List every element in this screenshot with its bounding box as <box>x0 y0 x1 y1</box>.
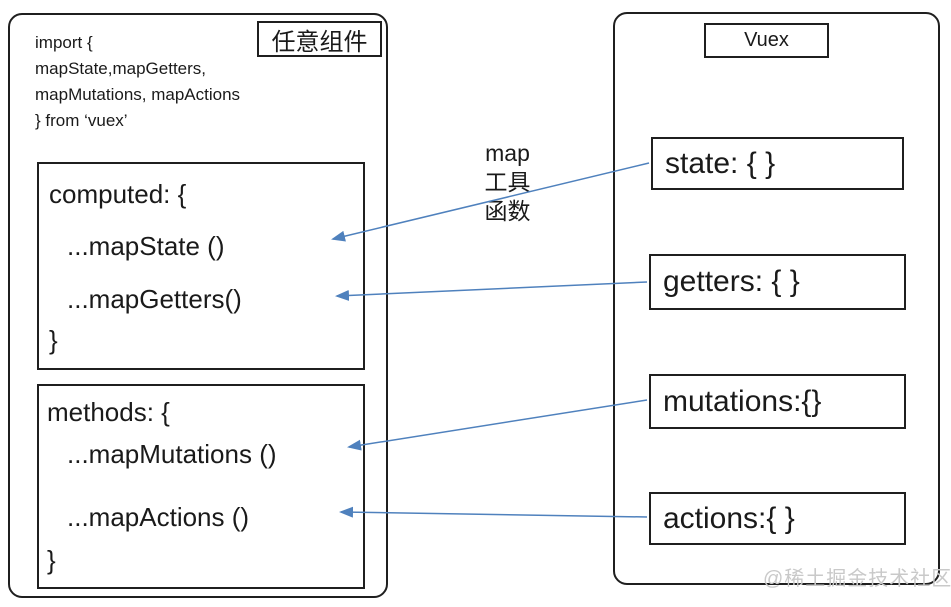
vuex-panel: Vuex state: { } getters: { } mutations:{… <box>613 12 940 585</box>
map-mutations-line: ...mapMutations () <box>67 439 277 469</box>
vuex-title-box: Vuex <box>704 23 829 58</box>
mutations-label: mutations:{} <box>663 384 822 418</box>
computed-box: computed: { ...mapState () ...mapGetters… <box>37 162 365 370</box>
import-line: mapMutations, mapActions <box>35 85 241 104</box>
arrow-mutations-to-mapmutations <box>347 399 648 451</box>
computed-footer: } <box>49 325 58 355</box>
component-panel: 任意组件 import { mapState,mapGetters, mapMu… <box>8 13 388 598</box>
import-line: mapState,mapGetters, <box>35 59 207 78</box>
vuex-title-label: Vuex <box>744 29 789 51</box>
actions-label: actions:{ } <box>663 501 795 535</box>
map-getters-line: ...mapGetters() <box>67 284 242 314</box>
methods-footer: } <box>47 545 56 575</box>
state-box: state: { } <box>651 137 904 190</box>
map-utils-label-line: map <box>485 140 530 166</box>
computed-header: computed: { <box>49 179 187 209</box>
map-utils-label: map 工具 函数 <box>450 139 565 226</box>
watermark: @稀土掘金技术社区 <box>763 568 951 590</box>
import-statement: import { mapState,mapGetters, mapMutatio… <box>35 30 240 134</box>
map-actions-line: ...mapActions () <box>67 502 250 532</box>
component-title-label: 任意组件 <box>271 28 368 56</box>
map-state-line: ...mapState () <box>67 231 225 261</box>
import-line: } from ‘vuex’ <box>35 111 128 130</box>
import-line: import { <box>35 33 93 52</box>
methods-header: methods: { <box>47 397 170 427</box>
methods-box: methods: { ...mapMutations () ...mapActi… <box>37 384 365 589</box>
state-label: state: { } <box>665 146 776 180</box>
map-utils-label-line: 工具 <box>484 169 531 195</box>
component-title-box: 任意组件 <box>257 21 382 57</box>
actions-box: actions:{ } <box>649 492 906 545</box>
map-utils-label-line: 函数 <box>484 198 531 224</box>
getters-box: getters: { } <box>649 254 906 310</box>
getters-label: getters: { } <box>663 265 800 298</box>
mutations-box: mutations:{} <box>649 374 906 429</box>
